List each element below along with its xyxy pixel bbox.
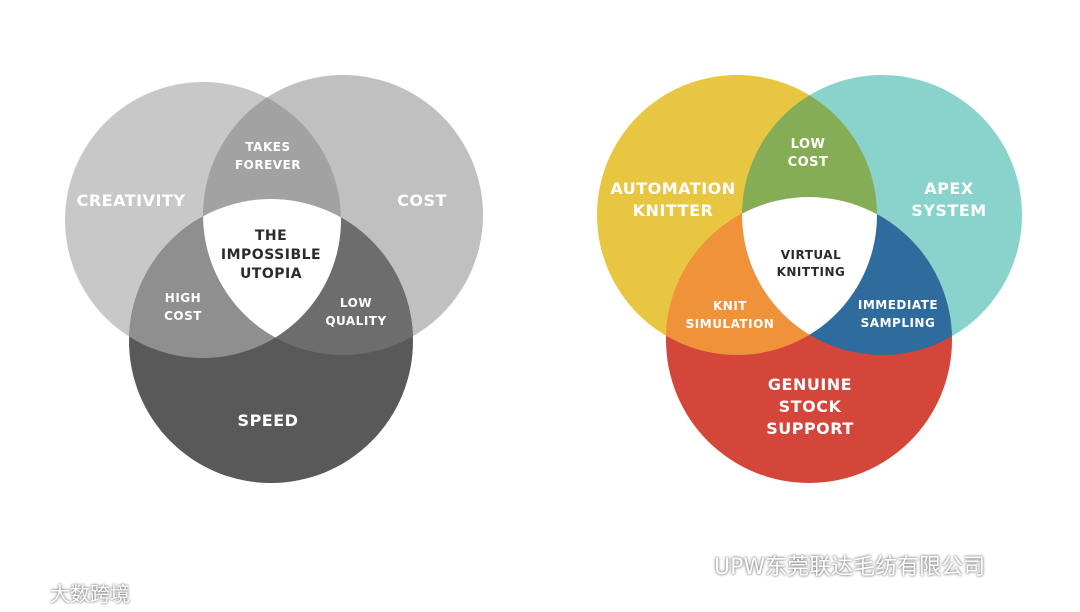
takes-forever-label-2: FOREVER [235, 158, 301, 172]
apex-label-1: APEX [924, 179, 974, 198]
knit-simulation-label-1: KNIT [713, 299, 747, 313]
low-quality-label-1: LOW [340, 296, 372, 310]
wechat-icon [669, 552, 707, 577]
low-quality-label-2: QUALITY [325, 314, 386, 328]
watermark-bottom-left: 大数跨境 [6, 578, 130, 607]
utopia-label-1: THE [255, 228, 287, 244]
apex-label-2: SYSTEM [911, 201, 986, 220]
watermark-left-text: 大数跨境 [50, 582, 130, 606]
automation-label-1: AUTOMATION [610, 179, 735, 198]
immediate-sampling-label-2: SAMPLING [861, 316, 936, 330]
automation-label-2: KNITTER [633, 201, 714, 220]
cost-label: COST [397, 191, 447, 210]
genuine-label-3: SUPPORT [766, 419, 854, 438]
knit-simulation-label-2: SIMULATION [686, 317, 775, 331]
brand-logo-icon [6, 583, 45, 602]
genuine-label-1: GENUINE [768, 375, 852, 394]
immediate-sampling-label-1: IMMEDIATE [858, 298, 938, 312]
high-cost-label-1: HIGH [165, 291, 201, 305]
watermark-bottom-right: UPW东莞联达毛纺有限公司 [668, 549, 985, 581]
utopia-label-3: UTOPIA [240, 266, 302, 282]
creativity-label: CREATIVITY [77, 191, 186, 210]
virtual-knitting-label-2: KNITTING [777, 265, 846, 279]
virtual-knitting-label-1: VIRTUAL [781, 248, 841, 262]
left-venn: CREATIVITY COST SPEED TAKES FOREVER HIGH… [65, 75, 483, 483]
genuine-label-2: STOCK [779, 397, 842, 416]
watermark-right-text: UPW东莞联达毛纺有限公司 [714, 555, 986, 580]
low-cost-label-1: LOW [791, 137, 826, 152]
utopia-label-2: IMPOSSIBLE [221, 247, 321, 263]
speed-label: SPEED [238, 411, 299, 430]
high-cost-label-2: COST [164, 309, 202, 323]
low-cost-label-2: COST [788, 155, 829, 170]
takes-forever-label-1: TAKES [245, 140, 290, 154]
right-venn: AUTOMATION KNITTER APEX SYSTEM GENUINE S… [597, 75, 1022, 483]
